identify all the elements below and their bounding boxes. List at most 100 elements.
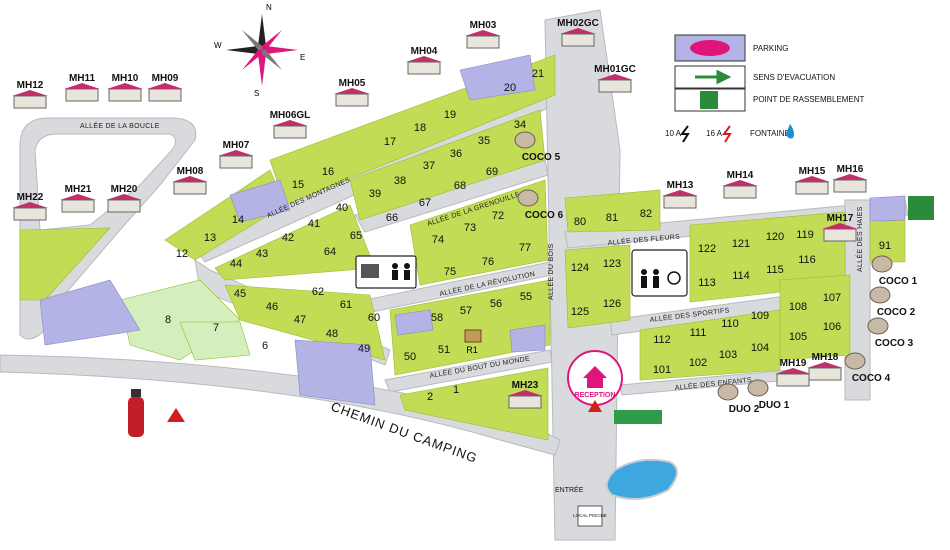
reception[interactable]: RECEPTION (567, 350, 623, 412)
pitch-77: 77 (519, 242, 531, 254)
pitch-124: 124 (571, 262, 589, 274)
cabin-mh20[interactable]: MH20 (106, 184, 142, 213)
cabin-mh11[interactable]: MH11 (64, 73, 100, 102)
cabin-mh04[interactable]: MH04 (406, 46, 442, 75)
cabin-mh09[interactable]: MH09 (147, 73, 183, 102)
legend-10a: 10 A (665, 129, 682, 138)
cabin-mh19[interactable]: MH19 (775, 358, 811, 387)
legend-parking: PARKING (753, 44, 788, 53)
legend-evacuation: SENS D'EVACUATION (753, 73, 835, 82)
pitch-75: 75 (444, 266, 456, 278)
pitch-41: 41 (308, 218, 320, 230)
pitch-113: 113 (698, 277, 716, 289)
sanitary-block-2[interactable] (631, 249, 688, 297)
cabin-mh06gl[interactable]: MH06GL (270, 110, 311, 139)
cabin-mh01gc[interactable]: MH01GC (594, 64, 636, 93)
pitch-76: 76 (482, 256, 494, 268)
cabin-mh22[interactable]: MH22 (12, 192, 48, 221)
cabin-coco-4[interactable]: COCO 4 (844, 352, 891, 384)
pitch-43: 43 (256, 248, 268, 260)
cabin-duo-1[interactable]: DUO 1 (747, 379, 790, 411)
cabin-mh18[interactable]: MH18 (807, 352, 843, 381)
pitch-19: 19 (444, 109, 456, 121)
cabin-label: COCO 1 (879, 276, 918, 287)
pitch-109: 109 (751, 310, 769, 322)
pitch-73: 73 (464, 222, 476, 234)
svg-text:W: W (214, 41, 222, 50)
svg-text:N: N (266, 3, 272, 12)
pitch-8: 8 (165, 314, 171, 326)
cabin-mh16[interactable]: MH16 (832, 164, 868, 193)
cabin-mh23[interactable]: MH23 (507, 380, 543, 409)
cabin-label: MH19 (780, 358, 807, 369)
pitch-119: 119 (796, 229, 814, 241)
road-boucle: ALLÉE DE LA BOUCLE (80, 121, 160, 130)
cabin-label: COCO 4 (852, 373, 891, 384)
cabin-mh02gc[interactable]: MH02GC (557, 18, 599, 47)
cabin-label: DUO 2 (729, 404, 760, 415)
pitch-60: 60 (368, 312, 380, 324)
cabin-label: MH22 (17, 192, 44, 203)
cabin-mh15[interactable]: MH15 (794, 166, 830, 195)
cabin-mh21[interactable]: MH21 (60, 184, 96, 213)
pitch-numbers: 15 16 17 18 19 20 21 12 13 14 42 41 40 4… (165, 68, 891, 403)
pitch-47: 47 (294, 314, 306, 326)
cabin-label: MH23 (512, 380, 539, 391)
cabin-mh13[interactable]: MH13 (662, 180, 698, 209)
pitch-126: 126 (603, 298, 621, 310)
cabin-coco-3[interactable]: COCO 3 (867, 317, 914, 349)
cabin-coco-5[interactable]: COCO 5 (514, 131, 561, 163)
cabin-mh08[interactable]: MH08 (172, 166, 208, 195)
cabin-mh14[interactable]: MH14 (722, 170, 758, 199)
pitch-17: 17 (384, 136, 396, 148)
entree-label: ENTRÉE (555, 485, 584, 494)
svg-text:S: S (254, 89, 259, 98)
cabin-coco-1[interactable]: COCO 1 (871, 255, 918, 287)
cabin-label: MH04 (411, 46, 438, 57)
cabin-mh12[interactable]: MH12 (12, 80, 48, 109)
cabin-label: MH14 (727, 170, 754, 181)
pitch-91: 91 (879, 240, 891, 252)
pitch-112: 112 (653, 334, 671, 346)
cabin-label: MH03 (470, 20, 497, 31)
pitch-13: 13 (204, 232, 216, 244)
compass-rose: N E S W (214, 3, 305, 98)
pale-lawns (119, 279, 251, 361)
cabin-mh07[interactable]: MH07 (218, 140, 254, 169)
cabin-mh03[interactable]: MH03 (465, 20, 501, 49)
assembly-triangle (588, 400, 602, 412)
pitch-125: 125 (571, 306, 589, 318)
cabin-label: MH06GL (270, 110, 311, 121)
pitch-66: 66 (386, 212, 398, 224)
pitch-82: 82 (640, 208, 652, 220)
pitch-65: 65 (350, 230, 362, 242)
pitch-36: 36 (450, 148, 462, 160)
sanitary-block-1[interactable] (355, 255, 417, 289)
pitch-6: 6 (262, 340, 268, 352)
pitch-45: 45 (234, 288, 246, 300)
cabin-label: MH02GC (557, 18, 599, 29)
cabin-label: MH17 (827, 213, 854, 224)
pitch-39: 39 (369, 188, 381, 200)
cabin-mh05[interactable]: MH05 (334, 78, 370, 107)
pitch-115: 115 (766, 264, 784, 276)
cabin-label: MH12 (17, 80, 44, 91)
cabin-label: MH21 (65, 184, 92, 195)
pitch-38: 38 (394, 175, 406, 187)
cabin-mh17[interactable]: MH17 (822, 213, 858, 242)
cabin-duo-2[interactable]: DUO 2 (717, 383, 760, 415)
pitch-14: 14 (232, 214, 244, 226)
cabin-coco-6[interactable]: COCO 6 (517, 189, 564, 221)
cabin-mh10[interactable]: MH10 (107, 73, 143, 102)
cabin-coco-2[interactable]: COCO 2 (869, 286, 916, 318)
pitch-108: 108 (789, 301, 807, 313)
svg-text:R1: R1 (466, 345, 478, 355)
pitch-106: 106 (823, 321, 841, 333)
pitch-107: 107 (823, 292, 841, 304)
pitch-40: 40 (336, 202, 348, 214)
pitch-101: 101 (653, 364, 671, 376)
pitch-104: 104 (751, 342, 769, 354)
pitch-74: 74 (432, 234, 444, 246)
pitch-12: 12 (176, 248, 188, 260)
